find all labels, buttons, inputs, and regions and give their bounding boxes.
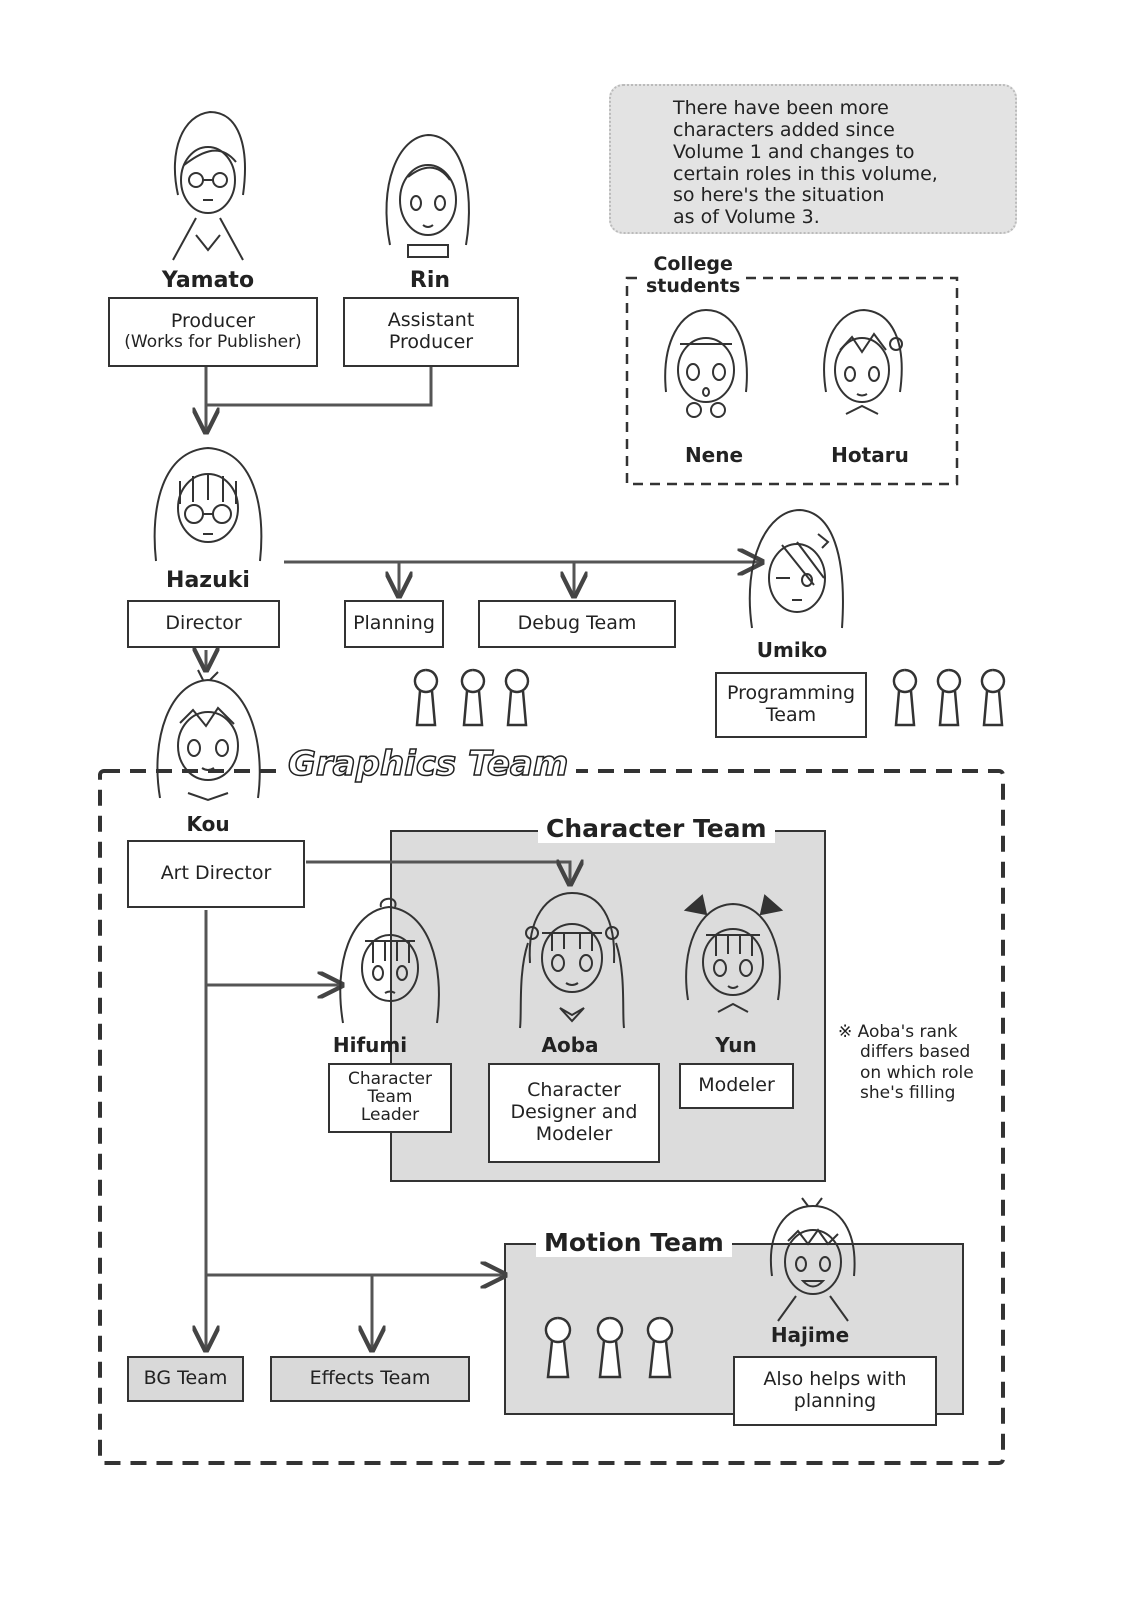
person-icon xyxy=(980,668,1006,727)
line-assistant-join xyxy=(206,366,433,407)
person-icon xyxy=(936,668,962,727)
nene-name: Nene xyxy=(684,443,744,467)
note-line: as of Volume 3. xyxy=(673,206,820,229)
person-icon xyxy=(544,1316,572,1379)
person-icon xyxy=(892,668,918,727)
hajime-name: Hajime xyxy=(770,1323,850,1347)
motion-team-title: Motion Team xyxy=(536,1228,732,1257)
art-director-box: Art Director xyxy=(127,840,305,908)
bg-team-box: BG Team xyxy=(127,1356,244,1402)
hotaru-name: Hotaru xyxy=(831,443,909,467)
person-icon xyxy=(596,1316,624,1379)
assistant-producer-box: Assistant Producer xyxy=(343,297,519,367)
nene-portrait xyxy=(664,308,748,418)
note-line: Volume 1 and changes to xyxy=(673,140,915,163)
rin-name: Rin xyxy=(409,268,451,293)
effects-team-box: Effects Team xyxy=(270,1356,470,1402)
arrow-character-team xyxy=(306,862,570,884)
college-title: College students xyxy=(640,253,747,298)
person-icon xyxy=(646,1316,674,1379)
hazuki-name: Hazuki xyxy=(166,568,250,593)
yamato-name: Yamato xyxy=(161,268,255,293)
person-icon xyxy=(504,668,530,727)
graphics-team-title: Graphics Team xyxy=(280,743,577,785)
also-helps-box: Also helps with planning xyxy=(733,1356,937,1426)
producer-box: Producer (Works for Publisher) xyxy=(108,297,318,367)
person-icon xyxy=(413,668,439,727)
programming-team-box: Programming Team xyxy=(715,672,867,738)
kou-portrait xyxy=(156,669,261,802)
aoba-rank-note: ※ Aoba's rank differs based on which rol… xyxy=(838,1022,974,1104)
modeler-box: Modeler xyxy=(679,1063,794,1109)
aoba-portrait xyxy=(519,891,625,1029)
note-line: There have been more xyxy=(673,97,889,119)
yamato-portrait xyxy=(172,110,246,261)
character-designer-box: Character Designer and Modeler xyxy=(488,1063,660,1163)
note-line: certain roles in this volume, xyxy=(673,162,938,185)
hazuki-portrait xyxy=(153,446,263,562)
yun-name: Yun xyxy=(715,1033,757,1057)
debug-team-box: Debug Team xyxy=(478,600,676,648)
umiko-portrait xyxy=(748,508,844,629)
note-line: so here's the situation xyxy=(673,184,885,207)
rin-portrait xyxy=(385,133,470,258)
director-box: Director xyxy=(127,600,280,648)
aoba-name: Aoba xyxy=(541,1033,599,1057)
note-line: characters added since xyxy=(673,118,895,141)
umiko-name: Umiko xyxy=(756,638,828,662)
character-team-title: Character Team xyxy=(538,814,775,843)
info-note: There have been more characters added si… xyxy=(609,84,1017,234)
college-border xyxy=(625,276,959,486)
character-team-leader-box: Character Team Leader xyxy=(328,1063,452,1133)
person-icon xyxy=(460,668,486,727)
hajime-portrait xyxy=(769,1197,856,1322)
yun-portrait xyxy=(683,894,784,1013)
hifumi-portrait xyxy=(339,897,440,1024)
hifumi-name: Hifumi xyxy=(332,1033,408,1057)
hotaru-portrait xyxy=(823,308,903,415)
kou-name: Kou xyxy=(186,812,230,836)
planning-box: Planning xyxy=(344,600,444,648)
